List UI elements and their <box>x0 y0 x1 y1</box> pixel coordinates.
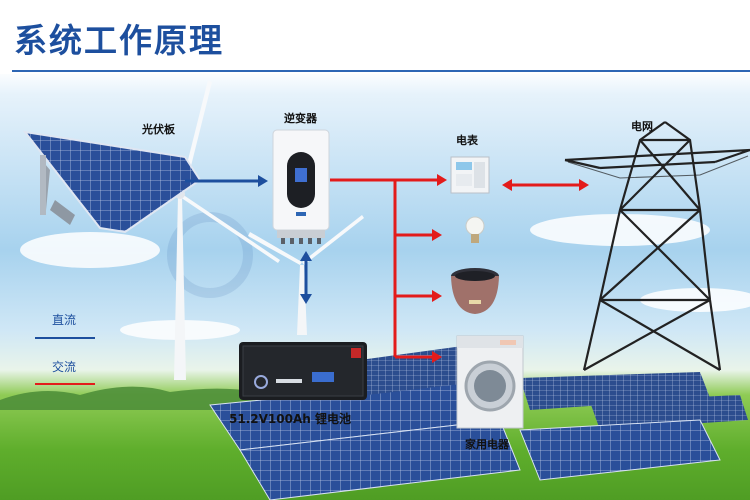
washing-machine-icon <box>456 335 524 429</box>
legend-dc-label: 直流 <box>52 313 77 327</box>
dc-flow-lines <box>185 175 312 304</box>
bulb-icon <box>465 216 485 243</box>
header <box>0 0 750 74</box>
pv-panel-icon <box>22 130 202 234</box>
solar-field <box>209 345 748 500</box>
grid-label: 电网 <box>631 120 653 133</box>
ac-flow-lines <box>330 174 589 363</box>
title-divider <box>12 70 750 72</box>
inverter-label: 逆变器 <box>284 112 317 125</box>
appliances-label: 家用电器 <box>465 438 509 451</box>
page-title: 系统工作原理 <box>14 21 224 60</box>
pv-panel-label: 光伏板 <box>142 123 175 136</box>
meter-icon <box>450 156 490 194</box>
legend-dc-swatch <box>35 337 95 339</box>
battery-icon <box>239 342 367 400</box>
transmission-tower-icon <box>564 121 750 371</box>
inverter-icon <box>272 129 330 244</box>
legend-ac-swatch <box>35 383 95 385</box>
legend-ac-label: 交流 <box>52 360 77 374</box>
wind-turbine-icon <box>248 215 364 335</box>
meter-label: 电表 <box>456 134 478 147</box>
battery-label: 51.2V100Ah 锂电池 <box>229 412 351 426</box>
rice-cooker-icon <box>451 268 499 314</box>
